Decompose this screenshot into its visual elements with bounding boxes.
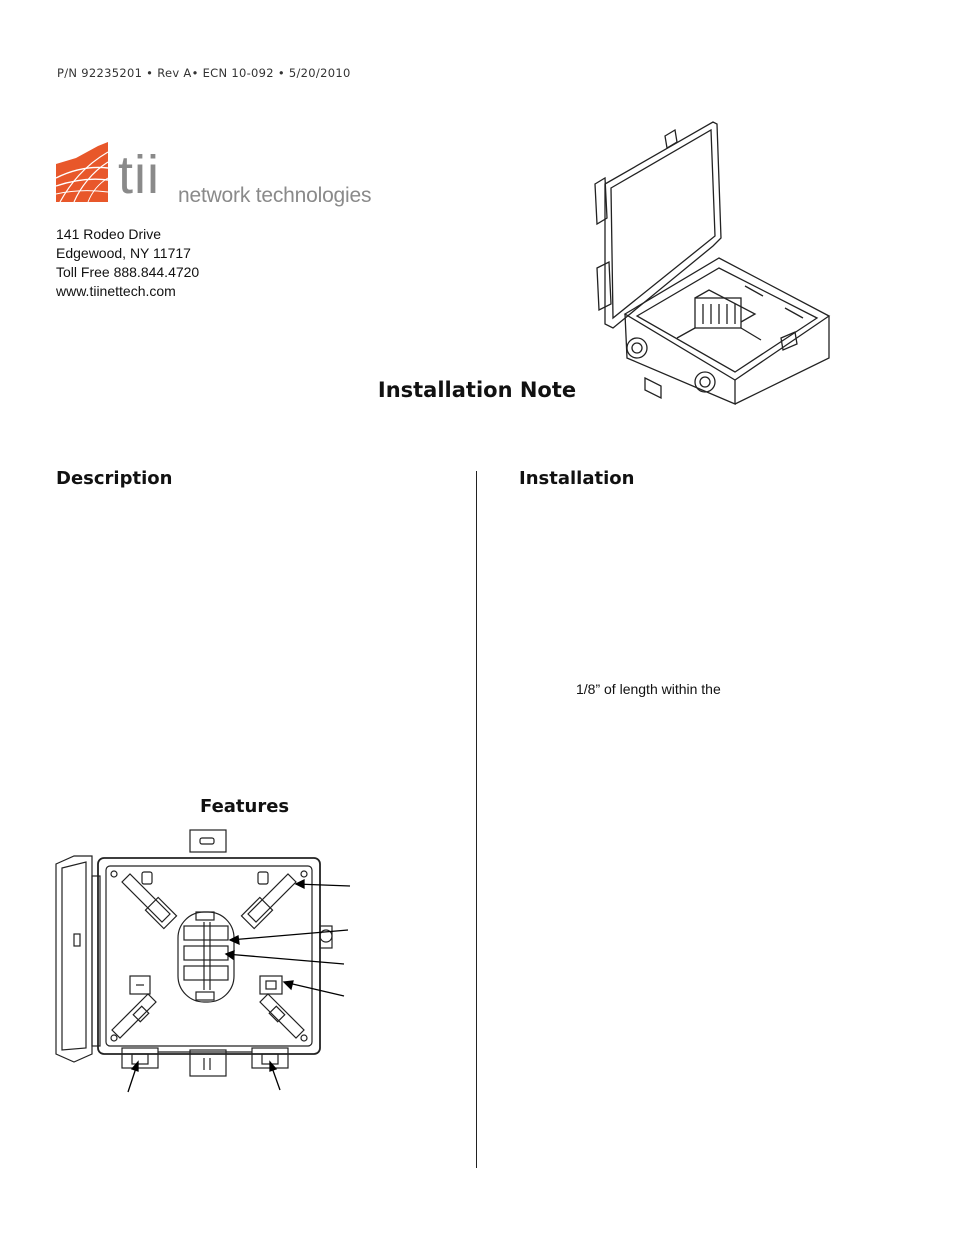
installation-heading: Installation <box>519 468 635 489</box>
logo-brand-text: tii <box>118 145 160 205</box>
address-street: 141 Rodeo Drive <box>56 226 162 242</box>
address-city: Edgewood, NY 11717 <box>56 245 191 261</box>
description-heading: Description <box>56 468 173 489</box>
tii-logo-icon <box>55 142 109 203</box>
address-block: 141 Rodeo Drive Edgewood, NY 11717 Toll … <box>56 225 199 301</box>
open-enclosure-illustration <box>594 121 831 405</box>
part-number-line: P/N 92235201 • Rev A• ECN 10-092 • 5/20/… <box>57 66 351 80</box>
installation-text-fragment: 1/8” of length within the <box>576 681 721 697</box>
enclosure-features-diagram <box>55 829 351 1093</box>
features-heading: Features <box>200 796 290 817</box>
column-divider <box>476 471 477 1168</box>
address-website: www.tiinettech.com <box>56 283 176 299</box>
page-title: Installation Note <box>377 378 577 402</box>
address-phone: Toll Free 888.844.4720 <box>56 264 200 280</box>
logo-tagline: network technologies <box>178 184 372 207</box>
